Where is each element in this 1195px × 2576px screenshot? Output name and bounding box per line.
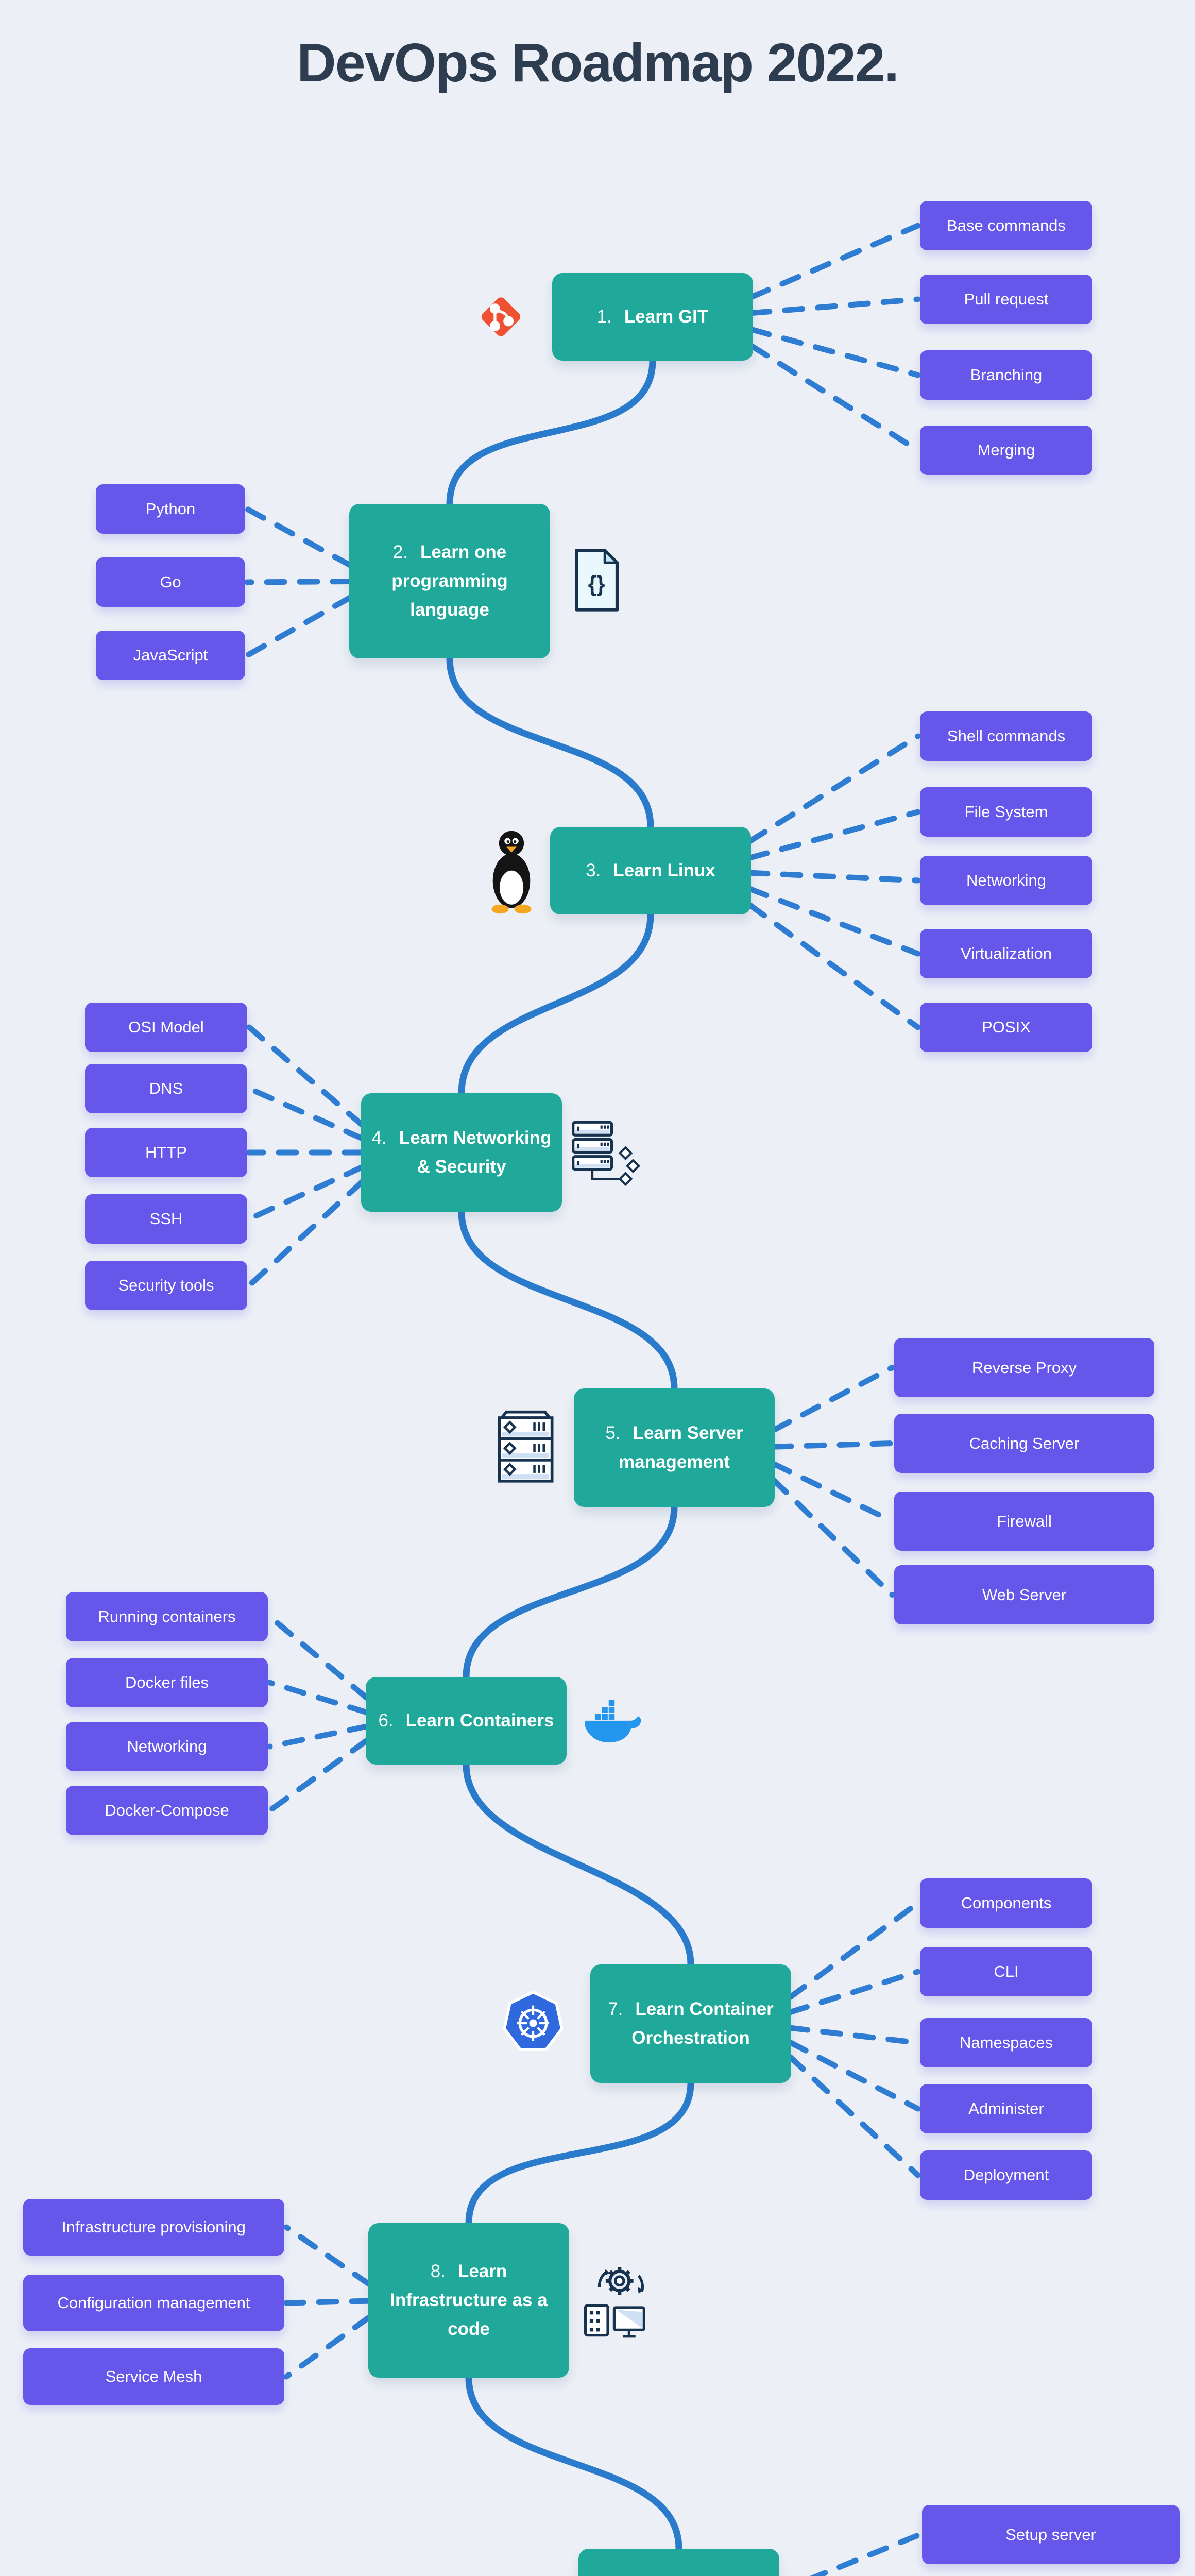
node-number: 7. [608,1999,623,2019]
leaf-base-commands: Base commands [920,201,1092,250]
svg-text:{}: {} [588,572,605,596]
leaf-networking: Networking [66,1722,268,1771]
server-stack-icon [493,1409,558,1486]
leaf-administer: Administer [920,2084,1092,2133]
leaf-components: Components [920,1878,1092,1928]
leaf-deployment: Deployment [920,2150,1092,2200]
network-security-icon [569,1118,641,1188]
iac-gear-icon [581,2261,651,2341]
node-learn-cicd: 9.Learn CI/CD [578,2549,779,2576]
node-title: Learn Server management [619,1423,743,1472]
leaf-firewall: Firewall [894,1492,1154,1551]
leaf-ssh: SSH [85,1194,247,1244]
node-number: 5. [605,1423,621,1443]
leaf-dns: DNS [85,1064,247,1113]
node-title: Learn one programming language [391,542,508,620]
node-learn-containers: 6. Learn Containers [366,1677,567,1765]
leaf-go: Go [96,557,245,607]
leaf-docker-files: Docker files [66,1658,268,1707]
leaf-docker-compose: Docker-Compose [66,1786,268,1835]
leaf-reverse-proxy: Reverse Proxy [894,1338,1154,1397]
node-learn-programming-language: 2.Learn one programming language [349,504,550,658]
node-number: 4. [371,1128,387,1148]
git-icon [474,289,528,345]
node-title: Learn Linux [613,860,715,880]
leaf-file-system: File System [920,787,1092,837]
leaf-security-tools: Security tools [85,1261,247,1310]
leaf-service-mesh: Service Mesh [23,2348,284,2405]
leaf-branching: Branching [920,350,1092,400]
leaf-virtualization: Virtualization [920,929,1092,978]
docker-whale-icon [582,1691,641,1749]
leaf-setup-server: Setup server [922,2505,1180,2564]
node-learn-container-orchestration: 7. Learn Container Orchestration [590,1964,791,2083]
node-number: 2. [392,542,408,562]
leaf-posix: POSIX [920,1003,1092,1052]
node-title: Learn Containers [405,1710,554,1731]
leaf-web-server: Web Server [894,1565,1154,1624]
kubernetes-icon [503,1990,564,2057]
node-learn-networking-security: 4. Learn Networking & Security [361,1093,562,1212]
node-number: 8. [430,2261,446,2281]
leaf-http: HTTP [85,1128,247,1177]
page-title: DevOps Roadmap 2022. [297,32,899,93]
leaf-shell-commands: Shell commands [920,711,1092,761]
node-title: Learn Container Orchestration [631,1999,774,2048]
linux-tux-icon [483,822,540,917]
node-learn-git: 1. Learn GIT [552,273,753,361]
node-learn-server-management: 5.Learn Server management [574,1388,775,1507]
code-file-icon: {} [571,547,622,613]
leaf-infrastructure-provisioning: Infrastructure provisioning [23,2199,284,2256]
leaf-configuration-management: Configuration management [23,2275,284,2331]
leaf-pull-request: Pull request [920,275,1092,324]
node-number: 3. [586,860,601,880]
leaf-cli: CLI [920,1947,1092,1996]
leaf-python: Python [96,484,245,534]
leaf-networking: Networking [920,856,1092,905]
node-title: Learn Infrastructure as a code [390,2261,548,2339]
leaf-running-containers: Running containers [66,1592,268,1641]
node-learn-infrastructure-as-code: 8.Learn Infrastructure as a code [368,2223,569,2378]
node-number: 1. [596,307,612,327]
leaf-javascript: JavaScript [96,631,245,680]
node-title: Learn GIT [624,307,709,327]
node-title: Learn Networking & Security [399,1128,552,1177]
leaf-merging: Merging [920,426,1092,475]
node-number: 6. [378,1710,394,1731]
leaf-caching-server: Caching Server [894,1414,1154,1473]
leaf-namespaces: Namespaces [920,2018,1092,2067]
leaf-osi-model: OSI Model [85,1003,247,1052]
node-learn-linux: 3. Learn Linux [550,827,751,914]
